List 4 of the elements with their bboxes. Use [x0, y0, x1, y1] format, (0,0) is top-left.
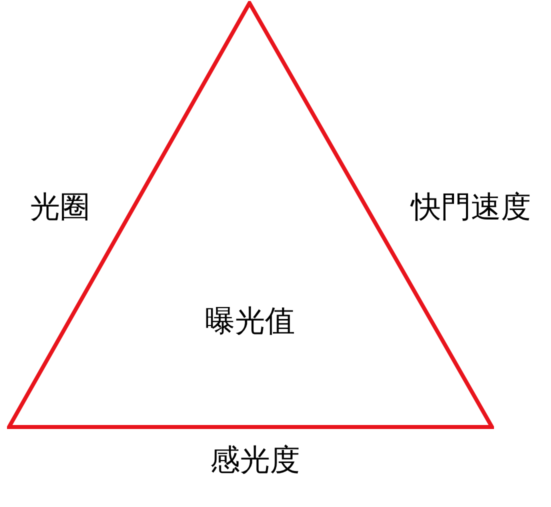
- side-label: 快門速度: [409, 190, 532, 226]
- side-label: 光圈: [29, 190, 91, 226]
- side-label: 感光度: [209, 443, 301, 479]
- center-label: 曝光值: [204, 304, 296, 340]
